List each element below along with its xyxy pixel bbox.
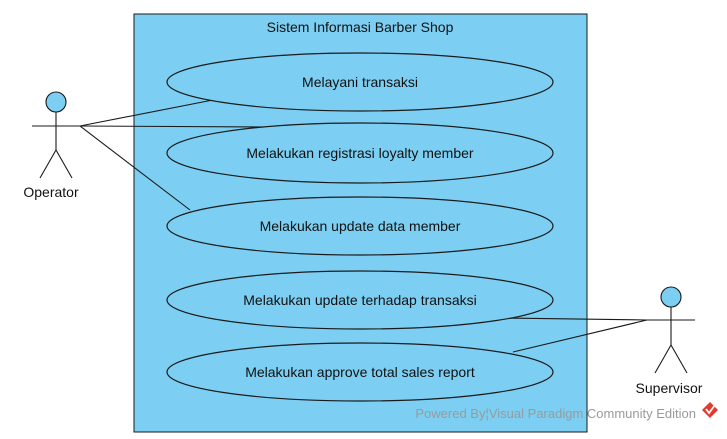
use-case-ellipse[interactable] [166, 270, 554, 330]
use-case-label: Melakukan update data member [260, 218, 461, 234]
use-case-label: Melakukan registrasi loyalty member [246, 145, 474, 161]
association-operator-melayani-transaksi [79, 98, 219, 127]
use-case-3[interactable]: Melakukan update data member [166, 196, 554, 256]
visual-paradigm-logo-icon [702, 402, 718, 418]
actor-operator[interactable]: Operator [23, 91, 80, 200]
actor-left-leg [654, 344, 672, 374]
actor-name-operator: Operator [23, 184, 79, 200]
use-case-ellipse[interactable] [166, 196, 554, 256]
actor-supervisor[interactable]: Supervisor [636, 286, 703, 396]
association-supervisor-approve-report [512, 319, 648, 353]
use-case-label: Melakukan approve total sales report [245, 364, 475, 380]
use-case-4[interactable]: Melakukan update terhadap transaksi [166, 270, 554, 330]
use-case-1[interactable]: Melayani transaksi [166, 52, 554, 112]
use-case-ellipse[interactable] [166, 122, 554, 184]
system-title: Sistem Informasi Barber Shop [267, 19, 454, 35]
association-operator-registrasi-loyalty [79, 125, 269, 128]
actor-left-leg [39, 149, 57, 179]
association-supervisor-update-transaksi [504, 317, 648, 321]
use-case-label: Melayani transaksi [302, 74, 418, 90]
association-operator-update-data-member [79, 125, 191, 211]
actor-name-supervisor: Supervisor [636, 380, 703, 396]
actor-right-leg [670, 344, 688, 374]
use-case-2[interactable]: Melakukan registrasi loyalty member [166, 122, 554, 184]
use-case-label: Melakukan update terhadap transaksi [243, 292, 476, 308]
associations [79, 98, 648, 353]
use-case-ellipse[interactable] [166, 52, 554, 112]
watermark: Powered By¦Visual Paradigm Community Edi… [415, 402, 718, 421]
actor-right-leg [55, 149, 73, 179]
actor-head [45, 91, 67, 113]
actor-head [660, 286, 682, 308]
use-case-ellipse[interactable] [166, 342, 554, 402]
use-case-5[interactable]: Melakukan approve total sales report [166, 342, 554, 402]
watermark-text: Powered By¦Visual Paradigm Community Edi… [415, 406, 696, 421]
